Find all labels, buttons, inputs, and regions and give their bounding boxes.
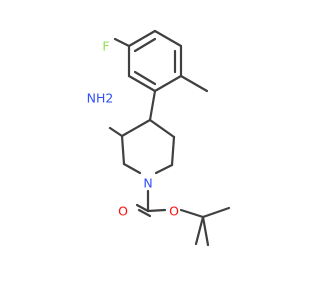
bond-carbonyl-o-1 [135,203,150,213]
structure-canvas: F NH2 N O O [0,0,300,300]
atom-label-fluorine: F [102,39,109,54]
molecule-diagram: F NH2 N O O [0,0,300,300]
atom-label-carbonyl-oxygen: O [118,204,128,219]
bond-ar-c3-c4 [127,29,157,48]
bond-tbu-me2 [201,215,210,247]
bond-ar-c1-c2 [127,74,157,93]
tert-butyl-group [194,206,231,247]
piperidine-ring [120,118,176,175]
bond-pip-c5-c6 [170,135,176,167]
bond-tbu-me3 [194,215,205,246]
bond-c-nh2 [108,126,124,138]
benzene-ring [127,29,183,93]
bond-aryl-piperidine [148,89,157,122]
bond-ar-c6-c1 [153,74,183,93]
bond-pip-c4-c5 [148,118,176,139]
bond-c-f [113,37,131,48]
bond-pip-c2-c3 [120,134,126,166]
bond-pip-c6-n [154,163,174,175]
bond-ar-inner-1 [133,37,157,53]
bond-ar-inner-3 [133,70,157,86]
bond-pip-c3-c4 [120,118,152,138]
bond-carbonyl-o-2 [137,208,152,218]
atom-label-ester-oxygen: O [169,204,179,219]
bond-methyl [179,74,209,93]
atom-label-ring-nitrogen: N [143,176,152,191]
atom-label-amino: NH2 [87,91,114,106]
bond-ar-c4-c5 [153,29,183,48]
background [0,0,300,300]
bond-tbu-me1 [201,206,231,219]
bond-pip-n-c2 [122,162,142,175]
bond-o-tbu [179,208,205,219]
bond-c-o-ester [146,208,167,213]
